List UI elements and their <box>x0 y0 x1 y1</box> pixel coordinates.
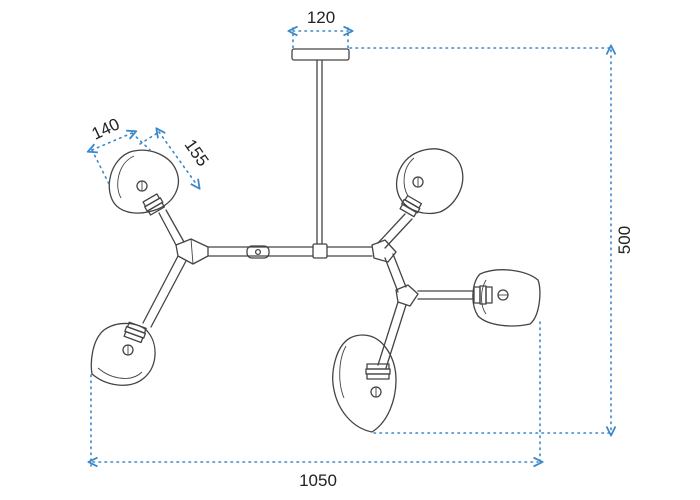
glass-shade-upper-right <box>395 148 464 218</box>
fixture-drawing <box>90 48 541 433</box>
center-hub <box>312 243 328 259</box>
down-rod <box>316 59 323 245</box>
dimension-lines: 120 500 1050 140 155 <box>89 8 634 490</box>
shade-height-dimension: 155 <box>139 132 213 185</box>
glass-shade-upper-left <box>108 149 180 216</box>
shade-height-label: 155 <box>181 136 213 170</box>
glass-shade-right <box>472 269 541 327</box>
glass-shade-bottom <box>332 334 397 433</box>
bar-joint <box>246 245 270 259</box>
left-junction <box>175 238 209 265</box>
canopy-width-label: 120 <box>307 8 335 27</box>
horizontal-bar <box>207 246 373 257</box>
overall-width-dimension: 1050 <box>91 321 540 490</box>
canopy-width-dimension: 120 <box>293 8 348 49</box>
overall-height-dimension: 500 <box>349 48 634 433</box>
shade-width-label: 140 <box>89 114 123 143</box>
right-junction-lower <box>395 284 419 307</box>
overall-width-label: 1050 <box>299 471 337 490</box>
right-junction-upper <box>371 239 397 263</box>
overall-height-label: 500 <box>615 226 634 254</box>
arms <box>142 209 475 369</box>
glass-shade-lower-left <box>90 321 156 386</box>
ceiling-canopy <box>291 48 350 61</box>
